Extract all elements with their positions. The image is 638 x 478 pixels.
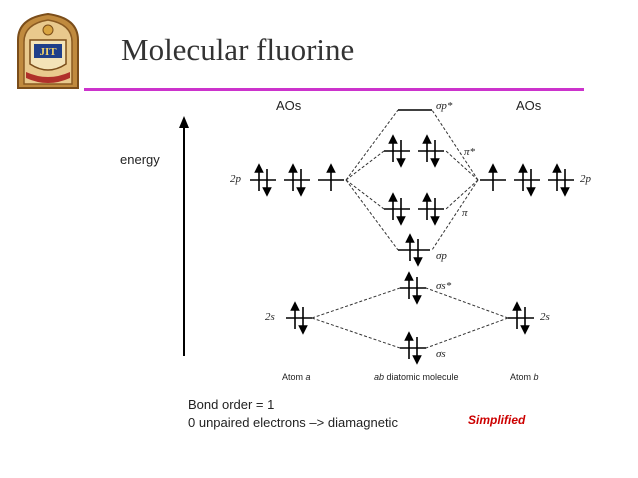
aos-left-label: AOs — [276, 98, 302, 113]
electron-pair-pi-star-2 — [422, 134, 440, 168]
correlation-lines-2s — [311, 287, 509, 349]
sigma-s-label: σs — [436, 348, 446, 360]
simplified-note: Simplified — [468, 413, 526, 427]
bond-summary: Bond order = 1 0 unpaired electrons –> d… — [188, 396, 398, 432]
slide-title: Molecular fluorine — [121, 32, 355, 67]
atom-a-label: Atom a — [282, 372, 311, 382]
energy-axis-arrowhead — [179, 116, 189, 128]
sigma-p-label: σp — [436, 250, 447, 262]
pi-label: π — [462, 207, 468, 219]
left-2p-label: 2p — [230, 173, 241, 185]
electron-pair-left-2p-1 — [254, 163, 272, 197]
electron-pair-pi-star-1 — [388, 134, 406, 168]
pi-star-label: π* — [464, 146, 476, 158]
electron-single-left-2p-3 — [326, 163, 336, 191]
molecule-text: diatomic molecule — [386, 372, 459, 382]
crest-letters: JIT — [39, 46, 57, 58]
atom-a-prefix: Atom — [282, 372, 304, 382]
electron-single-right-2p-1 — [488, 163, 498, 191]
right-2s-label: 2s — [540, 311, 550, 323]
atom-b-label: Atom b — [510, 372, 539, 382]
sigma-p-star-label: σp* — [436, 100, 453, 112]
electron-pair-right-2s — [512, 301, 530, 335]
atom-a-letter: a — [305, 372, 311, 382]
atom-b-letter: b — [533, 372, 539, 382]
unpaired-electrons-text: 0 unpaired electrons –> diamagnetic — [188, 415, 398, 430]
electron-pair-sigma-p — [405, 233, 423, 267]
correlation-lines-2p — [345, 109, 479, 251]
title-underline — [84, 88, 584, 91]
sigma-s-star-label: σs* — [436, 280, 452, 292]
right-2p-label: 2p — [580, 173, 591, 185]
left-2s-label: 2s — [265, 311, 275, 323]
electron-pair-right-2p-2 — [518, 163, 536, 197]
electron-pair-pi-2 — [422, 192, 440, 226]
electrons — [254, 134, 570, 365]
electron-pair-left-2s — [290, 301, 308, 335]
electron-pair-sigma-s — [404, 331, 422, 365]
energy-label: energy — [120, 152, 160, 167]
aos-right-label: AOs — [516, 98, 542, 113]
electron-pair-sigma-s-star — [404, 271, 422, 305]
molecule-prefix: ab — [374, 372, 385, 382]
atom-b-prefix: Atom — [510, 372, 532, 382]
college-crest-icon: JIT — [17, 12, 79, 89]
molecule-label: ab diatomic molecule — [374, 372, 459, 382]
bond-order-text: Bond order = 1 — [188, 397, 275, 412]
electron-pair-pi-1 — [388, 192, 406, 226]
electron-pair-right-2p-3 — [552, 163, 570, 197]
electron-pair-left-2p-2 — [288, 163, 306, 197]
